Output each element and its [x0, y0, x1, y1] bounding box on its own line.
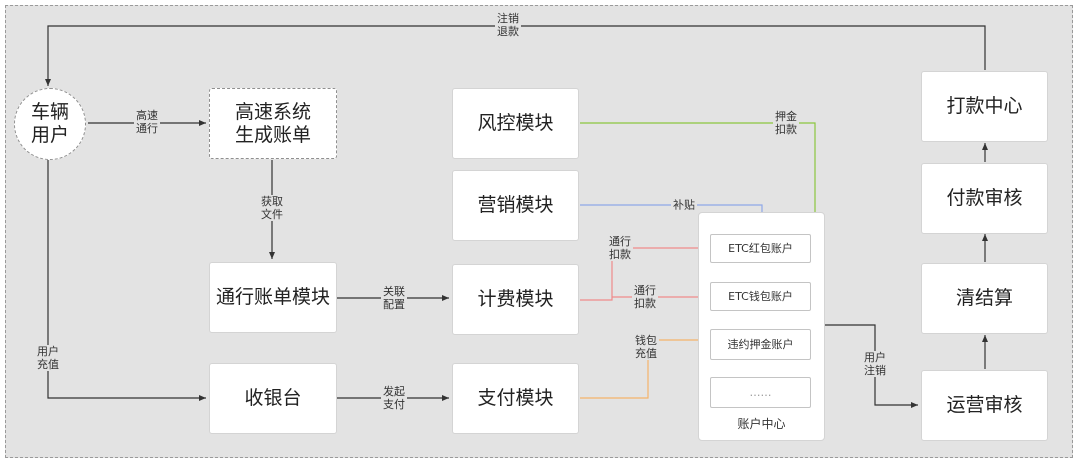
- payout-center-node: 打款中心: [921, 71, 1048, 142]
- billing-module-node: 计费模块: [452, 264, 579, 335]
- label-cancel-refund: 注销 退款: [495, 12, 521, 38]
- payment-review-node: 付款审核: [921, 163, 1048, 234]
- label-deposit-deduct: 押金 扣款: [773, 110, 799, 136]
- label-initiate-pay: 发起 支付: [381, 385, 407, 411]
- ops-review-node: 运营审核: [921, 370, 1048, 441]
- label-user-cancel: 用户 注销: [862, 351, 888, 377]
- label-fetch-file: 获取 文件: [259, 195, 285, 221]
- pass-bill-module-node: 通行账单模块: [209, 262, 337, 333]
- label-subsidy: 补贴: [671, 198, 697, 212]
- marketing-module-node: 营销模块: [452, 170, 579, 241]
- settlement-node: 清结算: [921, 263, 1048, 334]
- risk-module-node: 风控模块: [452, 88, 579, 159]
- more-accounts-placeholder: ……: [710, 377, 811, 408]
- label-pass-deduct-2: 通行 扣款: [632, 284, 658, 310]
- etc-wallet-account: ETC钱包账户: [710, 282, 811, 311]
- highway-bill-node: 高速系统 生成账单: [209, 88, 337, 159]
- label-link-config: 关联 配置: [381, 285, 407, 311]
- account-center-title: 账户中心: [737, 417, 786, 431]
- cashier-node: 收银台: [209, 363, 337, 434]
- label-highway-pass: 高速 通行: [134, 109, 160, 135]
- edge-pass-deduct-1: [580, 245, 707, 301]
- label-wallet-recharge: 钱包 充值: [633, 334, 659, 360]
- default-deposit-account: 违约押金账户: [710, 329, 811, 360]
- label-user-recharge: 用户 充值: [35, 345, 61, 371]
- etc-redpacket-account: ETC红包账户: [710, 234, 811, 263]
- payment-module-node: 支付模块: [452, 363, 579, 434]
- label-pass-deduct-1: 通行 扣款: [607, 235, 633, 261]
- edge-user-recharge: [47, 160, 206, 401]
- vehicle-user-node: 车辆 用户: [14, 88, 86, 160]
